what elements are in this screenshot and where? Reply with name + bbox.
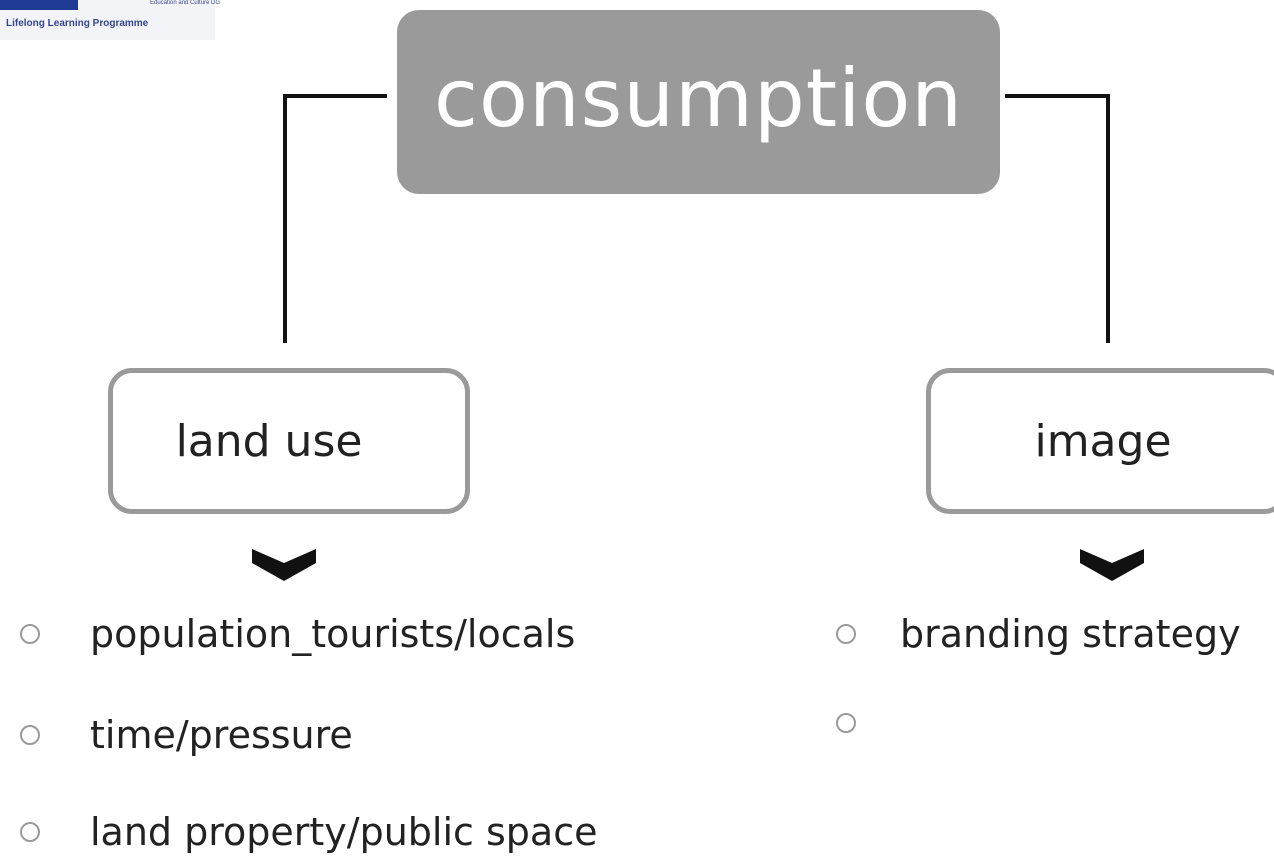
- circle-bullet-icon: [20, 624, 40, 644]
- connector-right: [1005, 94, 1110, 343]
- root-label: consumption: [434, 51, 963, 145]
- list-item-text: land property/public space: [90, 810, 598, 854]
- branch-label: land use: [175, 415, 363, 467]
- list-item: [836, 713, 900, 733]
- branch-node-image: image: [926, 368, 1274, 514]
- circle-bullet-icon: [836, 624, 856, 644]
- eu-flag-icon: [0, 0, 78, 10]
- list-item: branding strategy: [836, 612, 1241, 656]
- circle-bullet-icon: [836, 713, 856, 733]
- circle-bullet-icon: [20, 822, 40, 842]
- chevron-down-icon: [1080, 549, 1144, 581]
- connector-left: [283, 94, 387, 343]
- eu-programme-logo: Education and Culture DG Lifelong Learni…: [0, 0, 220, 40]
- list-item-text: branding strategy: [900, 612, 1241, 656]
- chevron-down-icon: [252, 549, 316, 581]
- logo-subtitle: Education and Culture DG: [150, 0, 221, 6]
- logo-title: Lifelong Learning Programme: [6, 18, 149, 29]
- branch-node-land-use: land use: [108, 368, 470, 514]
- root-node: consumption: [397, 10, 1000, 194]
- branch-label: image: [1034, 415, 1172, 467]
- list-item: land property/public space: [20, 810, 598, 854]
- list-item-text: time/pressure: [90, 713, 353, 757]
- list-item: population_tourists/locals: [20, 612, 575, 656]
- list-item: time/pressure: [20, 713, 353, 757]
- list-item-text: population_tourists/locals: [90, 612, 576, 656]
- circle-bullet-icon: [20, 725, 40, 745]
